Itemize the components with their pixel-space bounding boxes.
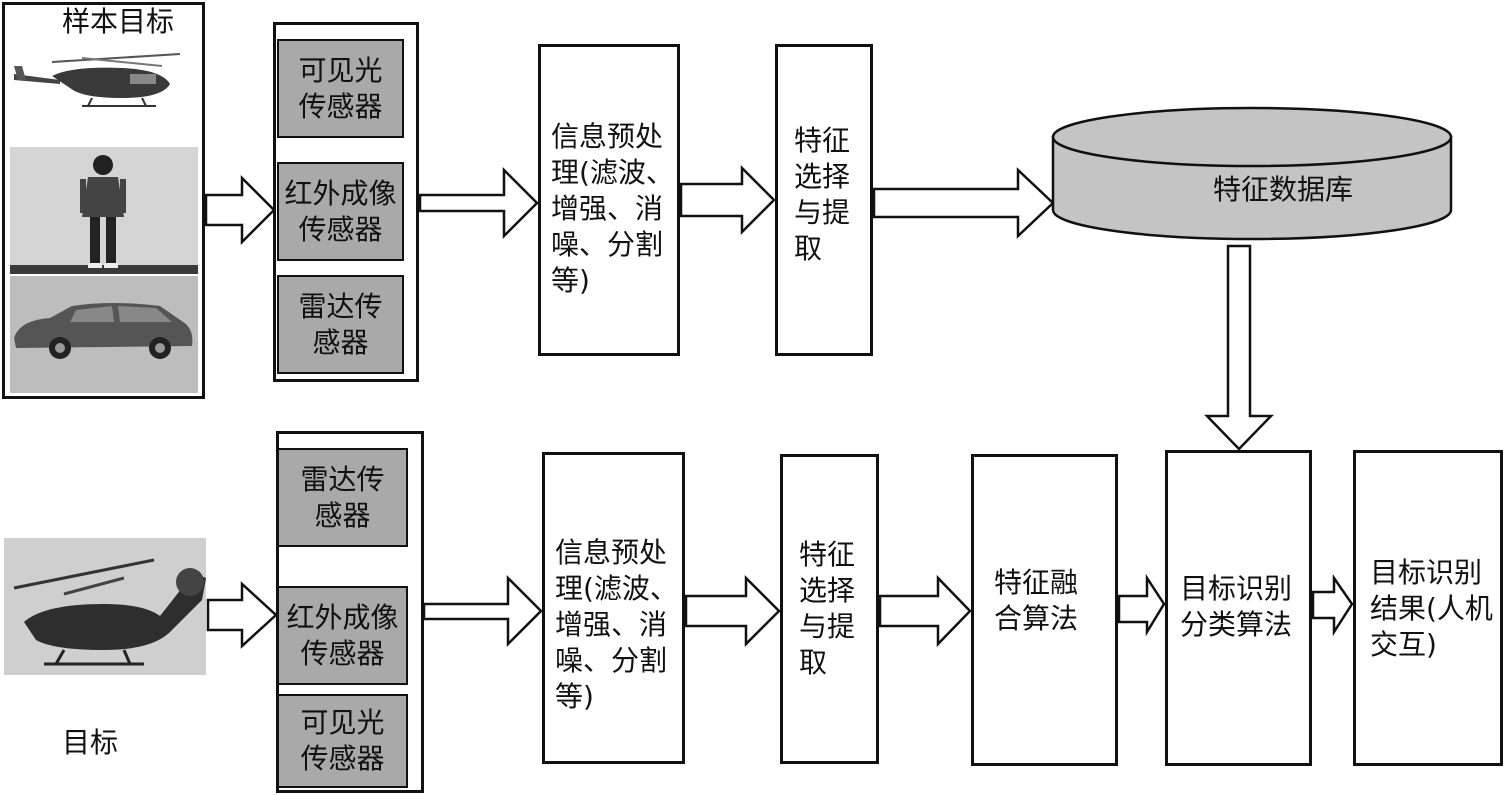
classification-algorithm-box: 目标识别分类算法 — [1165, 450, 1312, 766]
feature-database-label: 特征数据库 — [1213, 173, 1354, 206]
helicopter-sample-image — [14, 53, 181, 107]
bottom-visible-light-sensor: 可见光传感器 — [277, 694, 408, 788]
top-radar-sensor: 雷达传感器 — [277, 275, 404, 374]
arrow-sensors-to-preprocess-bottom — [422, 574, 543, 648]
arrow-database-to-classification — [1204, 244, 1274, 451]
arrow-sample-to-sensors — [204, 174, 276, 246]
top-preprocess-label: 信息预处理(滤波、增强、消噪、分割等) — [551, 120, 674, 297]
recognition-result-box: 目标识别结果(人机交互) — [1353, 450, 1503, 766]
recognition-result-label: 目标识别结果(人机交互) — [1370, 556, 1493, 661]
car-sample-image — [10, 276, 198, 393]
bottom-sensor-label-3: 可见光传感器 — [300, 706, 385, 775]
bottom-infrared-sensor: 红外成像传感器 — [277, 586, 408, 685]
arrow-feature-to-database — [872, 167, 1055, 239]
arrow-sensors-to-preprocess-top — [418, 166, 539, 240]
arrow-fusion-to-classification — [1117, 573, 1166, 637]
bottom-sensor-label-1: 雷达传感器 — [300, 462, 385, 532]
top-sensor-label-1: 可见光传感器 — [298, 53, 383, 123]
target-label: 目标 — [62, 726, 119, 759]
arrow-classification-to-result — [1311, 573, 1354, 637]
top-feature-label: 特征选择与提取 — [794, 124, 851, 265]
bottom-sensor-label-2: 红外成像传感器 — [286, 600, 399, 670]
classification-algorithm-label: 目标识别分类算法 — [1180, 572, 1293, 641]
arrow-preprocess-to-feature-bottom — [684, 574, 781, 648]
helicopter-target-image — [4, 538, 206, 675]
arrow-feature-to-fusion — [878, 574, 972, 648]
bottom-radar-sensor: 雷达传感器 — [277, 448, 408, 547]
top-sensor-label-3: 雷达传感器 — [298, 289, 383, 359]
bottom-feature-box: 特征选择与提取 — [780, 454, 879, 764]
sample-target-title: 样本目标 — [62, 5, 175, 38]
bottom-feature-label: 特征选择与提取 — [799, 538, 856, 679]
bottom-preprocess-label: 信息预处理(滤波、增强、消噪、分割等) — [555, 536, 678, 713]
top-preprocess-box: 信息预处理(滤波、增强、消噪、分割等) — [538, 44, 680, 356]
top-sensor-label-2: 红外成像传感器 — [284, 176, 397, 246]
bottom-preprocess-box: 信息预处理(滤波、增强、消噪、分割等) — [542, 452, 685, 764]
person-sample-image — [10, 147, 198, 274]
top-infrared-sensor: 红外成像传感器 — [277, 162, 404, 261]
top-visible-light-sensor: 可见光传感器 — [277, 39, 404, 138]
arrow-preprocess-to-feature-top — [679, 164, 776, 236]
fusion-algorithm-label: 特征融合算法 — [994, 566, 1079, 635]
fusion-algorithm-box: 特征融合算法 — [971, 454, 1118, 766]
feature-database-cylinder — [1051, 106, 1453, 241]
top-feature-box: 特征选择与提取 — [775, 44, 873, 356]
arrow-target-to-sensors — [206, 581, 278, 649]
